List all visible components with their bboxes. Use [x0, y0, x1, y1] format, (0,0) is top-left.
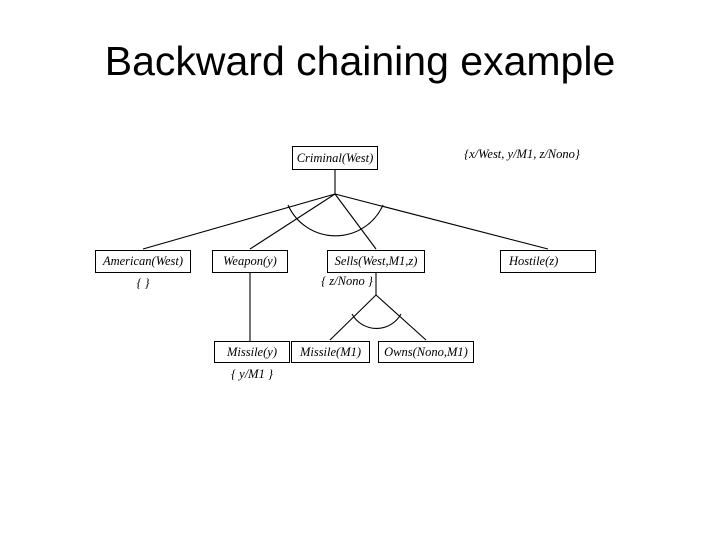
- edge-criminal-weapon: [249, 193, 336, 250]
- and-arc-sells: [351, 313, 402, 329]
- node-missile-m1[interactable]: Missile(M1): [291, 341, 370, 363]
- node-missile-y[interactable]: Missile(y): [214, 341, 290, 363]
- node-sells-west-m1-z[interactable]: Sells(West,M1,z): [327, 250, 425, 273]
- and-arc-criminal: [287, 204, 384, 237]
- node-label: American(West): [102, 254, 184, 269]
- node-criminal-west[interactable]: Criminal(West): [292, 146, 378, 170]
- page-title: Backward chaining example: [104, 38, 616, 84]
- node-american-west[interactable]: American(West): [95, 250, 191, 273]
- node-label: Missile(y): [227, 344, 277, 359]
- substitution-missile: { y/M1 }: [231, 367, 273, 381]
- edge-criminal-sells: [334, 193, 377, 250]
- node-hostile-z[interactable]: Hostile(z): [500, 250, 596, 273]
- edge-sells-missilem1: [329, 294, 377, 341]
- node-owns-nono-m1[interactable]: Owns(Nono,M1): [378, 341, 474, 363]
- node-label: Hostile(z): [509, 254, 559, 269]
- substitution-sells: { z/Nono }: [321, 274, 373, 288]
- node-weapon-y[interactable]: Weapon(y): [212, 250, 288, 273]
- edge-sells-owns: [375, 294, 427, 341]
- node-label: Owns(Nono,M1): [384, 344, 468, 359]
- substitution-root: {x/West, y/M1, z/Nono}: [464, 147, 580, 161]
- node-label: Sells(West,M1,z): [334, 254, 418, 269]
- node-label: Missile(M1): [299, 344, 362, 359]
- edge-criminal-american: [142, 193, 336, 250]
- node-label: Weapon(y): [223, 254, 277, 269]
- edge-criminal-hostile: [334, 193, 549, 250]
- substitution-american: { }: [136, 276, 150, 290]
- node-label: Criminal(West): [296, 150, 374, 165]
